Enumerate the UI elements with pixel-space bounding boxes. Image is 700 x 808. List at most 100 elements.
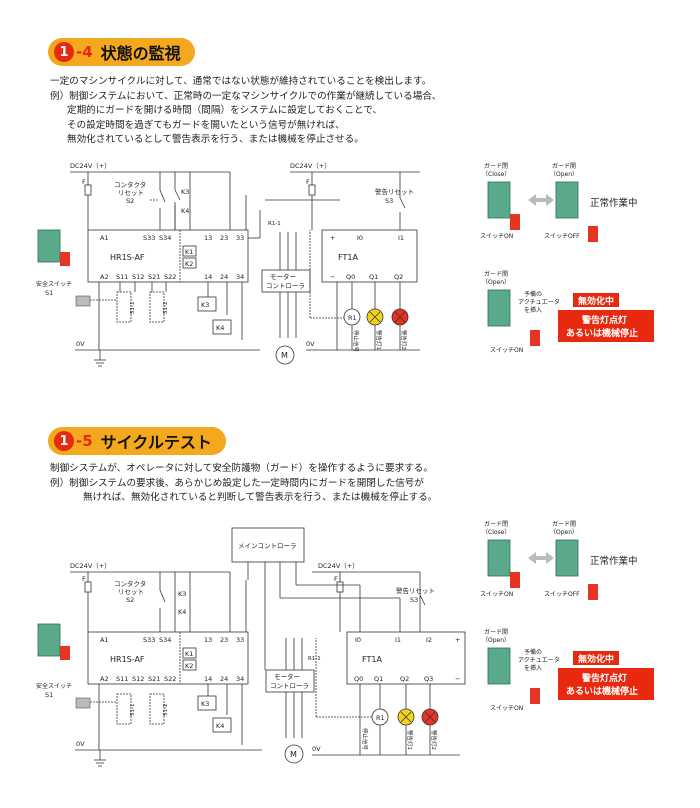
relay-terminal: 13 — [204, 636, 212, 644]
guard-door-icon — [37, 229, 61, 263]
k1-label: K1 — [185, 248, 193, 256]
alarm-label: 警告灯点灯 — [582, 672, 627, 684]
section-header-1-4: 1 -4 状態の監視 — [48, 38, 195, 66]
relay-terminal: S11 — [116, 273, 128, 281]
switch-on-label: スイッチON — [480, 233, 513, 240]
desc-line: その設定時間を過ぎてもガードを開いたという信号が無ければ、 — [67, 119, 345, 131]
section-number: 1 — [54, 42, 74, 62]
desc-line: 例）制御システムにおいて、正常時の一定なマシンサイクルでの作業が継続している場合… — [50, 90, 442, 102]
guard-door-icon — [37, 623, 61, 657]
ft-terminal: I0 — [357, 234, 363, 242]
relay-terminal: S34 — [159, 234, 171, 242]
relay-terminal: 33 — [236, 636, 244, 644]
motor-controller-label: モーター — [270, 272, 296, 281]
lamp-label: 警告灯2 — [430, 730, 438, 750]
r1-label: R1 — [376, 714, 385, 722]
fuse-label: F — [334, 575, 338, 583]
guard-closed-icon — [487, 181, 511, 219]
alarm-reset-label: 警告リセット — [396, 586, 435, 595]
switch-on2-label: スイッチON — [490, 705, 523, 712]
switch-on-icon — [510, 572, 520, 588]
dc24v-right-label: DC24V（+） — [318, 562, 359, 570]
spare-actuator-switch-icon — [530, 688, 540, 704]
relay-terminal: 23 — [220, 234, 228, 242]
r1-1-label: R1-1 — [308, 656, 321, 662]
s1-label: S1 — [45, 289, 53, 297]
desc-line: 無ければ、無効化されていると判断して警告表示を行う、または機械を停止する。 — [83, 492, 438, 503]
ft-terminal: Q2 — [394, 273, 403, 281]
guard-close-label: （Close） — [482, 171, 510, 178]
k4-label: K4 — [181, 207, 189, 215]
k2-label: K2 — [185, 662, 193, 670]
disabled-badge — [573, 651, 619, 665]
spare-actuator-switch-icon — [530, 330, 540, 346]
ov-left-label: 0V — [76, 340, 85, 348]
relay-terminal: S21 — [148, 273, 160, 281]
s2-label: S2 — [126, 596, 134, 604]
lamp-label: 警告灯2 — [400, 330, 408, 350]
ft-terminal: Q3 — [424, 675, 433, 683]
disabled-badge — [573, 293, 619, 307]
relay-terminal: S34 — [159, 636, 171, 644]
guard-close-label: ガード閉 — [484, 520, 508, 528]
relay-terminal: 24 — [220, 273, 228, 281]
lamp-label: 停止信号 — [361, 728, 369, 751]
lamp-label: 警告灯1 — [406, 730, 414, 750]
lamp-label: 警告灯1 — [375, 330, 383, 350]
contactor-reset-label: コンタクタ — [114, 579, 146, 588]
actuator-label: アクチュエータ — [518, 656, 560, 664]
lamp-label: 停止信号 — [352, 330, 360, 353]
main-controller-label: メインコントローラ — [238, 542, 297, 550]
circuit-diagram-2: メインコントローラ DC24V（+） F コンタクタ リセット S2 K3 K4… — [36, 527, 466, 767]
section-title: 状態の監視 — [100, 44, 181, 63]
dc24v-left-label: DC24V（+） — [70, 162, 111, 170]
desc-line: 例）制御システムの要求後、あらかじめ設定した一定時間内にガードを開閉した信号が — [50, 477, 424, 489]
ft-terminal: I0 — [355, 636, 361, 644]
r1-1-label: R1-1 — [268, 221, 281, 227]
guard-close-label: ガード閉 — [484, 162, 508, 170]
normal-operation-label: 正常作業中 — [590, 555, 638, 567]
relay-terminal: S33 — [143, 234, 155, 242]
contactor-reset-label: リセット — [118, 189, 144, 197]
ov-right-label: 0V — [306, 340, 315, 348]
guard-open-alt-icon — [487, 289, 511, 327]
ft-terminal: Q2 — [400, 675, 409, 683]
switch-on-icon — [510, 214, 520, 230]
motor-icon: M — [290, 750, 297, 759]
disabled-label: 無効化中 — [578, 653, 614, 665]
relay-terminal: 24 — [220, 675, 228, 683]
k1-label: K1 — [185, 650, 193, 658]
r1-label: R1 — [348, 314, 357, 322]
r1-relay-coil — [343, 308, 361, 326]
s2-label: S2 — [126, 197, 134, 205]
side-panel-2: ガード閉 （Close） ガード開 （Open） スイッチON スイッチOFF … — [480, 520, 654, 712]
r1-relay-coil — [371, 708, 389, 726]
guard-close-label: （Close） — [482, 529, 510, 536]
switch-off-label: スイッチOFF — [544, 233, 580, 240]
ft-terminal: Q0 — [354, 675, 363, 683]
switch-off-label: スイッチOFF — [544, 591, 580, 598]
disabled-label: 無効化中 — [578, 295, 614, 307]
relay-terminal: S33 — [143, 636, 155, 644]
fuse-label: F — [82, 178, 86, 186]
switch-on-label: スイッチON — [480, 591, 513, 598]
ft-model: FT1A — [362, 655, 382, 664]
switch-on2-label: スイッチON — [490, 347, 523, 354]
ft-terminal: I2 — [426, 636, 432, 644]
guard-open-label: ガード開 — [552, 162, 576, 170]
motor-controller-label: コントローラ — [266, 282, 305, 290]
guard-open-label: ガード開 — [552, 520, 576, 528]
relay-model: HR1S-AF — [110, 253, 145, 262]
desc-line: 定期的にガードを開ける時間（間隔）をシステムに設定しておくことで、 — [67, 105, 383, 116]
motor-icon: M — [281, 351, 288, 360]
swap-arrow-icon — [528, 194, 554, 206]
k2-label: K2 — [185, 260, 193, 268]
safety-switch-label: 安全スイッチ — [36, 280, 72, 288]
k4-box-label: K4 — [216, 324, 224, 332]
ft-terminal: Q1 — [369, 273, 378, 281]
relay-terminal: 23 — [220, 636, 228, 644]
guard-open-icon — [555, 181, 579, 219]
k3-box-label: K3 — [201, 301, 209, 309]
relay-terminal: 13 — [204, 234, 212, 242]
desc-line: 一定のマシンサイクルに対して、通常ではない状態が維持されていることを検出します。 — [50, 76, 432, 87]
